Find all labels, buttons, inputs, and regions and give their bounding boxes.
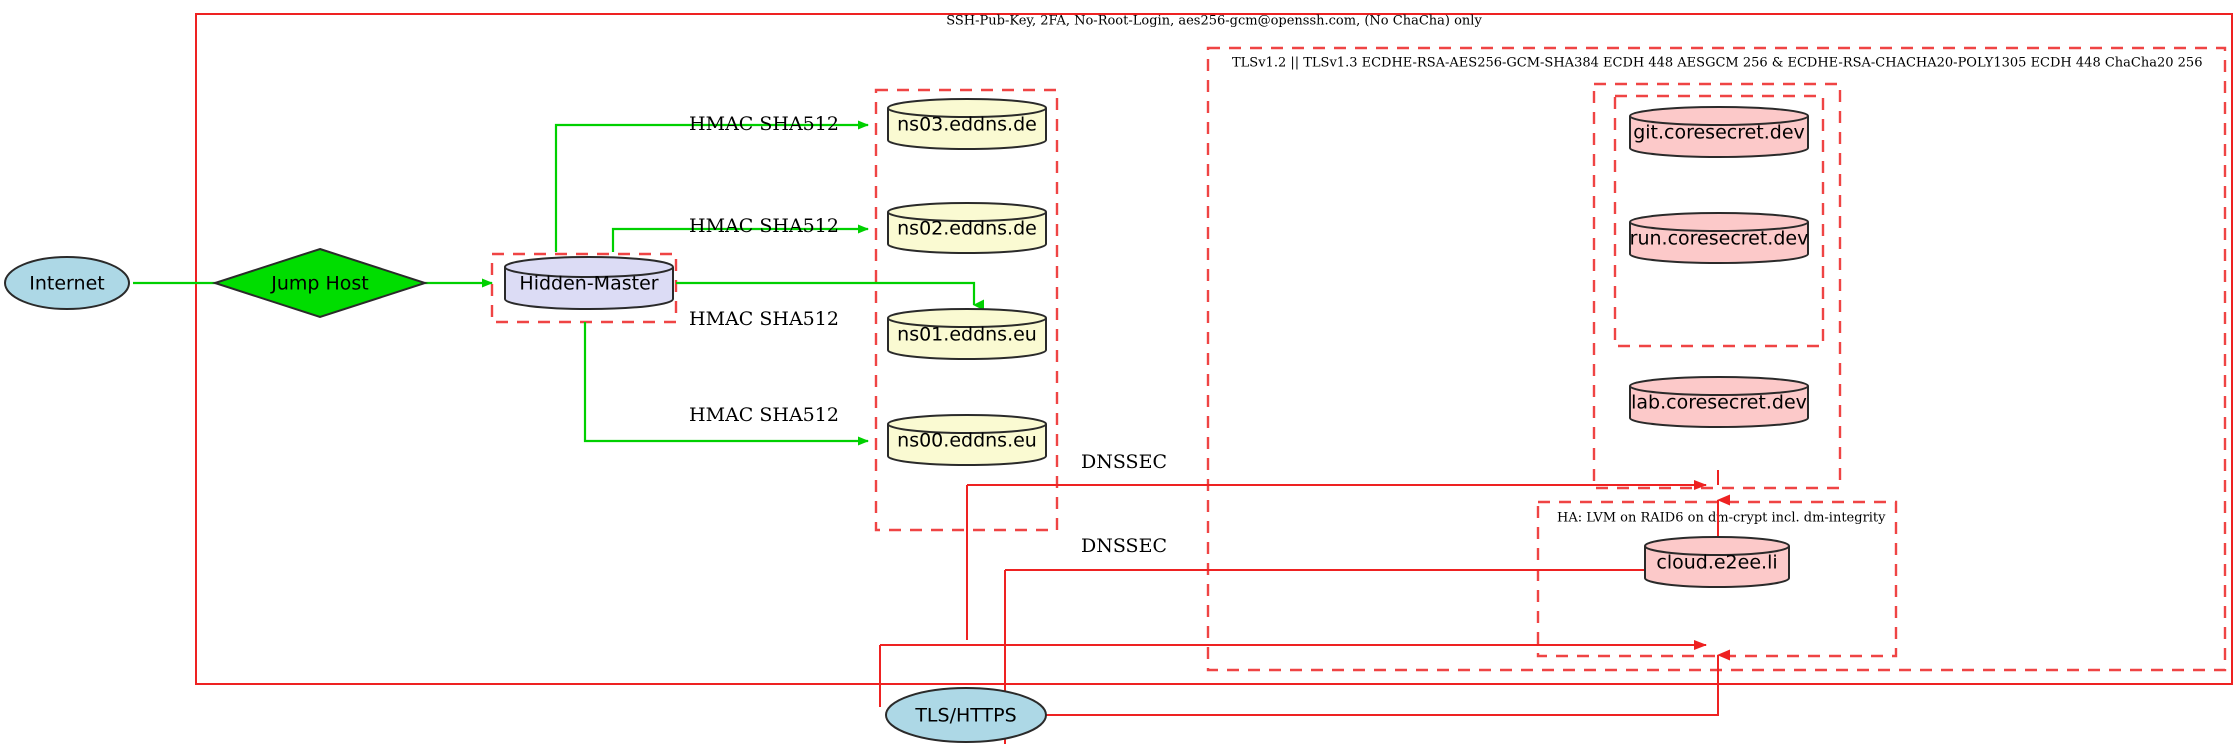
edge-hiddenmaster-ns02 (611, 224, 869, 252)
node-cloud-e2ee[interactable]: cloud.e2ee.li (1644, 536, 1790, 588)
edge-label-dnssec-2: DNSSEC (1081, 535, 1167, 557)
node-ns00-label: ns00.eddns.eu (897, 430, 1037, 452)
cluster-ha-label: HA: LVM on RAID6 on dm-crypt incl. dm-in… (1557, 511, 1886, 526)
node-ns01[interactable]: ns01.eddns.eu (887, 308, 1047, 360)
edge-hiddenmaster-ns03 (554, 120, 869, 252)
edge-label-hmac-ns02: HMAC SHA512 (689, 215, 839, 237)
node-ns03[interactable]: ns03.eddns.de (887, 98, 1047, 150)
node-tls-https-label: TLS/HTTPS (914, 705, 1016, 727)
cluster-outer-ssh-label: SSH-Pub-Key, 2FA, No-Root-Login, aes256-… (946, 14, 1482, 29)
node-jump-host-label: Jump Host (270, 273, 369, 295)
edge-label-hmac-ns00: HMAC SHA512 (689, 404, 839, 426)
node-hidden-master[interactable]: Hidden-Master (504, 256, 674, 310)
node-run-coresecret[interactable]: run.coresecret.dev (1629, 212, 1809, 264)
cluster-tls-label: TLSv1.2 || TLSv1.3 ECDHE-RSA-AES256-GCM-… (1232, 56, 2202, 71)
node-ns02-label: ns02.eddns.de (897, 218, 1037, 240)
node-git-coresecret-label: git.coresecret.dev (1633, 122, 1805, 144)
node-lab-coresecret-label: lab.coresecret.dev (1631, 392, 1807, 414)
edge-tlshttps-up (1046, 649, 1730, 716)
node-hidden-master-label: Hidden-Master (519, 273, 658, 295)
node-lab-coresecret[interactable]: lab.coresecret.dev (1629, 376, 1809, 428)
edge-label-hmac-ns01: HMAC SHA512 (689, 308, 839, 330)
node-jump-host[interactable]: Jump Host (211, 247, 429, 319)
edge-label-dnssec-1: DNSSEC (1081, 451, 1167, 473)
node-ns00[interactable]: ns00.eddns.eu (887, 414, 1047, 466)
cluster-coresecret (1592, 82, 1842, 490)
cluster-dns (874, 88, 1059, 532)
node-ns01-label: ns01.eddns.eu (897, 324, 1037, 346)
node-cloud-e2ee-label: cloud.e2ee.li (1656, 552, 1777, 574)
node-internet-label: Internet (29, 273, 104, 295)
edge-hiddenmaster-ns00 (583, 322, 869, 446)
node-run-coresecret-label: run.coresecret.dev (1630, 228, 1809, 250)
cluster-outer-ssh (195, 13, 2233, 685)
node-tls-https[interactable]: TLS/HTTPS (885, 687, 1047, 743)
node-internet[interactable]: Internet (4, 256, 130, 310)
edge-label-hmac-ns03: HMAC SHA512 (689, 113, 839, 135)
edge-hiddenmaster-ns01 (676, 281, 984, 311)
node-ns02[interactable]: ns02.eddns.de (887, 202, 1047, 254)
node-ns03-label: ns03.eddns.de (897, 114, 1037, 136)
cluster-tls (1206, 46, 2227, 672)
node-git-coresecret[interactable]: git.coresecret.dev (1629, 106, 1809, 158)
